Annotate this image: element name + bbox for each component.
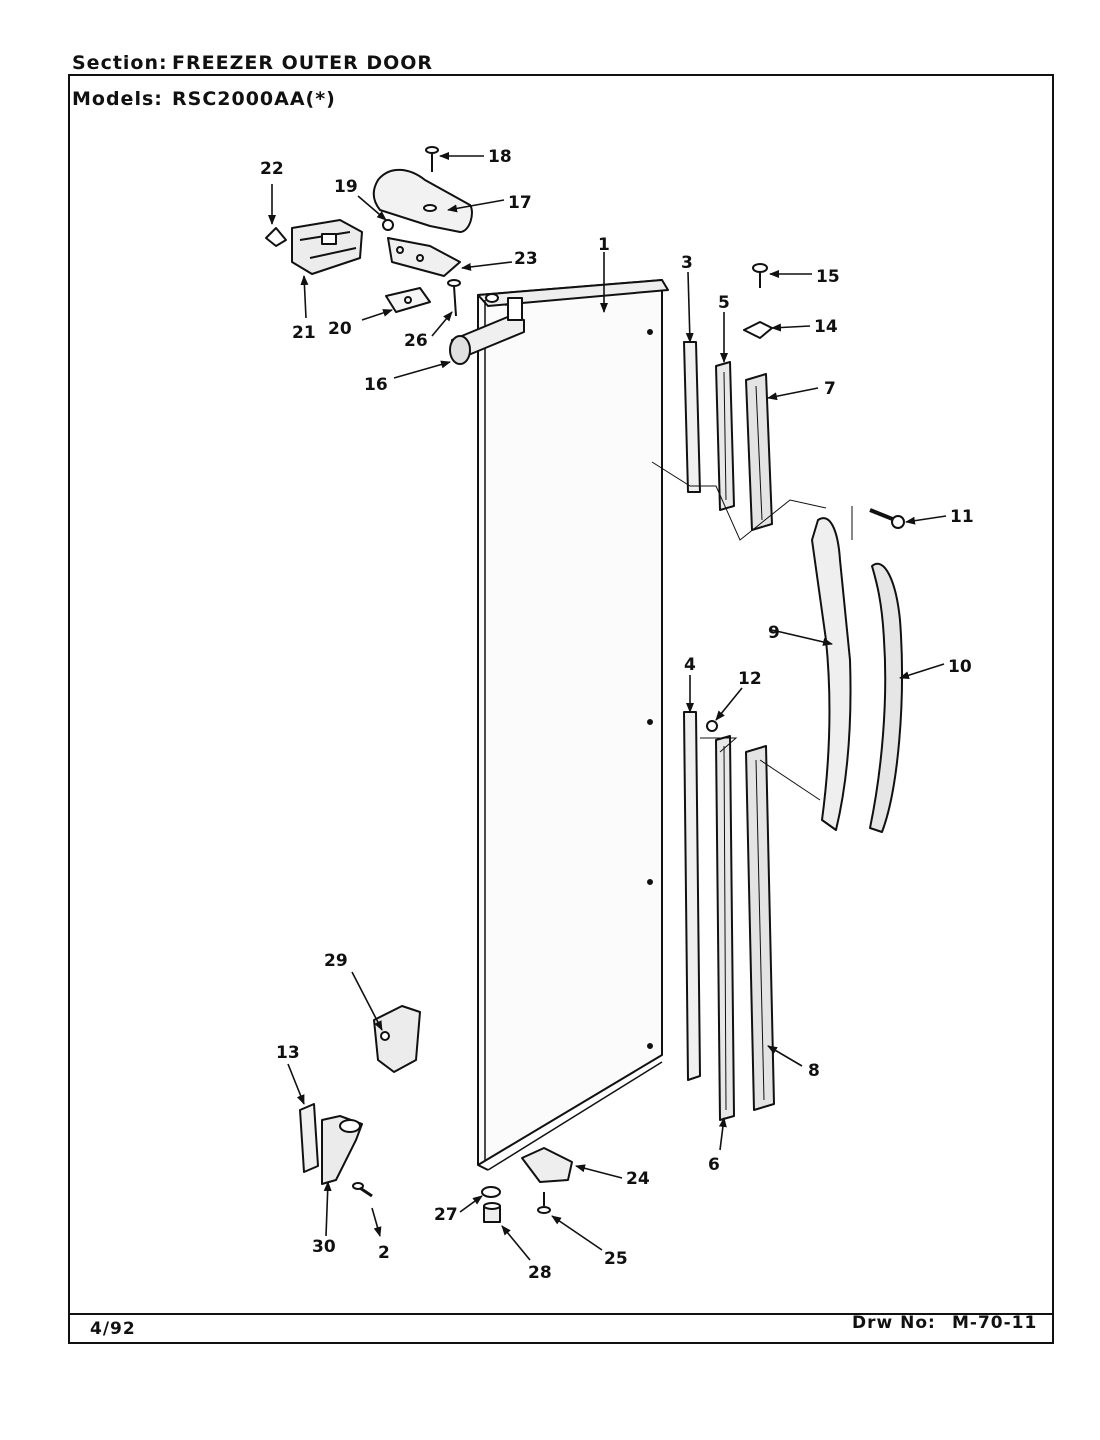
callout-19: 19 xyxy=(334,177,358,197)
trim-strip-upper xyxy=(683,341,701,493)
lower-hinge xyxy=(321,1115,363,1185)
spacer xyxy=(373,1005,421,1073)
door-panel xyxy=(477,279,669,1171)
callout-25: 25 xyxy=(604,1249,628,1269)
callout-26: 26 xyxy=(404,331,428,351)
diagram-frame xyxy=(68,74,1054,1344)
footer-divider xyxy=(68,1313,1054,1315)
cap xyxy=(265,227,287,247)
hinge-cover xyxy=(372,168,473,233)
models-label: Models: xyxy=(72,88,163,110)
callout-14: 14 xyxy=(814,317,838,337)
upper-hinge xyxy=(387,237,461,277)
callout-8: 8 xyxy=(808,1061,820,1081)
hinge-block xyxy=(291,219,363,275)
shim xyxy=(385,287,431,313)
drawing-number-label: Drw No: xyxy=(852,1313,936,1333)
screw-25 xyxy=(537,1192,551,1214)
clip xyxy=(743,321,773,339)
section-title: FREEZER OUTER DOOR xyxy=(172,52,434,74)
callout-16: 16 xyxy=(364,375,388,395)
hinge-pin xyxy=(447,279,461,317)
callout-5: 5 xyxy=(718,293,730,313)
hinge-bracket xyxy=(449,297,525,365)
callout-22: 22 xyxy=(260,159,284,179)
screw-2 xyxy=(352,1182,373,1198)
callout-21: 21 xyxy=(292,323,316,343)
revision-date: 4/92 xyxy=(90,1319,136,1339)
screw-19 xyxy=(382,219,394,231)
callout-17: 17 xyxy=(508,193,532,213)
models-value: RSC2000AA(*) xyxy=(172,88,336,110)
screw-11 xyxy=(869,508,905,529)
callout-18: 18 xyxy=(488,147,512,167)
callout-7: 7 xyxy=(824,379,836,399)
callout-6: 6 xyxy=(708,1155,720,1175)
callout-1: 1 xyxy=(598,235,610,255)
callout-labels: 1 2 3 4 5 6 7 8 9 10 11 12 13 14 15 16 1… xyxy=(260,147,974,1283)
callout-11: 11 xyxy=(950,507,974,527)
handle-cover xyxy=(869,562,903,833)
callout-24: 24 xyxy=(626,1169,650,1189)
callout-2: 2 xyxy=(378,1243,390,1263)
screw-15 xyxy=(752,263,768,288)
lower-bracket xyxy=(521,1147,573,1183)
callout-13: 13 xyxy=(276,1043,300,1063)
bushing xyxy=(483,1202,501,1223)
callout-29: 29 xyxy=(324,951,348,971)
callout-20: 20 xyxy=(328,319,352,339)
callout-12: 12 xyxy=(738,669,762,689)
callout-3: 3 xyxy=(681,253,693,273)
callout-27: 27 xyxy=(434,1205,458,1225)
screw-18 xyxy=(425,146,439,172)
plug xyxy=(706,720,718,732)
drawing-number: M-70-11 xyxy=(952,1313,1038,1333)
door-handle xyxy=(811,517,852,831)
washer xyxy=(481,1186,501,1198)
trim-strip-lower xyxy=(683,711,701,1081)
callout-10: 10 xyxy=(948,657,972,677)
callout-4: 4 xyxy=(684,655,696,675)
callout-30: 30 xyxy=(312,1237,336,1257)
callout-23: 23 xyxy=(514,249,538,269)
callout-28: 28 xyxy=(528,1263,552,1283)
callout-9: 9 xyxy=(768,623,780,643)
section-label: Section: xyxy=(72,52,168,74)
lower-hinge-plate xyxy=(299,1103,319,1173)
callout-15: 15 xyxy=(816,267,840,287)
